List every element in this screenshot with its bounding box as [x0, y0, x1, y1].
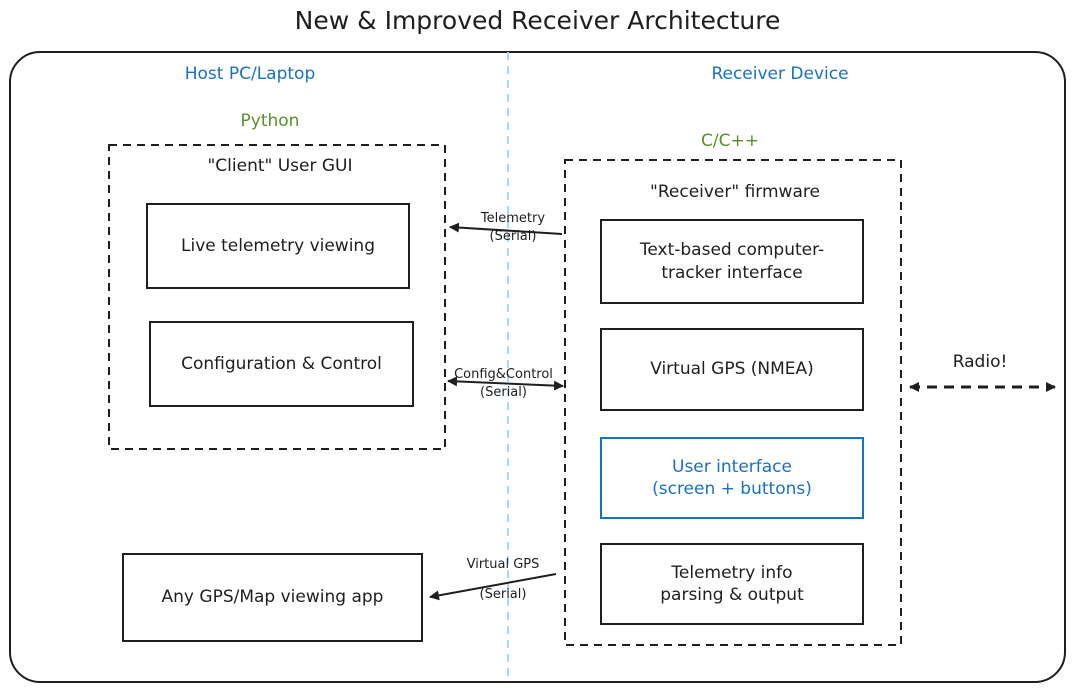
client-gui-label: "Client" User GUI — [207, 156, 353, 176]
radio-label: Radio! — [952, 352, 1008, 372]
host-language: Python — [240, 111, 300, 131]
diagram-title: New & Improved Receiver Architecture — [294, 6, 781, 35]
telemetry-arrow-text: Telemetry — [480, 211, 546, 226]
telemetry-parsing-box: Telemetry info parsing & output — [600, 543, 864, 625]
virtual-gps-arrow-text: Virtual GPS — [466, 557, 540, 572]
receiver-firmware-label: "Receiver" firmware — [650, 182, 820, 202]
receiver-language: C/C++ — [701, 131, 759, 151]
host-heading: Host PC/Laptop — [184, 64, 316, 84]
text-tracker-interface-box: Text-based computer-tracker interface — [600, 219, 864, 304]
virtual-gps-arrow-medium: (Serial) — [479, 586, 527, 602]
virtual-gps-arrow-label: Virtual GPS (Serial) — [448, 556, 558, 603]
gps-map-app-box: Any GPS/Map viewing app — [122, 553, 423, 642]
receiver-heading: Receiver Device — [711, 64, 849, 84]
outer-frame — [9, 51, 1066, 683]
text-tracker-interface-label: Text-based computer-tracker interface — [639, 240, 825, 283]
virtual-gps-arrow — [429, 573, 557, 601]
live-telemetry-box: Live telemetry viewing — [146, 203, 410, 289]
telemetry-arrow — [449, 222, 563, 235]
configuration-control-label: Configuration & Control — [181, 353, 382, 374]
gps-map-app-label: Any GPS/Map viewing app — [161, 587, 384, 608]
user-interface-box: User interface (screen + buttons) — [600, 437, 864, 519]
live-telemetry-label: Live telemetry viewing — [181, 235, 375, 256]
config-arrow — [447, 376, 564, 391]
virtual-gps-nmea-box: Virtual GPS (NMEA) — [600, 328, 864, 411]
user-interface-label: User interface (screen + buttons) — [652, 456, 812, 499]
configuration-control-box: Configuration & Control — [149, 321, 414, 407]
telemetry-arrow-label: Telemetry (Serial) — [468, 210, 558, 245]
telemetry-arrow-medium: (Serial) — [489, 228, 537, 244]
config-arrow-text: Config&Control — [454, 367, 553, 382]
config-arrow-label: Config&Control (Serial) — [446, 366, 561, 401]
client-gui-group — [108, 144, 446, 450]
receiver-firmware-group — [564, 159, 902, 646]
virtual-gps-nmea-label: Virtual GPS (NMEA) — [650, 359, 814, 380]
config-arrow-medium: (Serial) — [480, 384, 527, 400]
telemetry-parsing-label: Telemetry info parsing & output — [660, 562, 804, 605]
